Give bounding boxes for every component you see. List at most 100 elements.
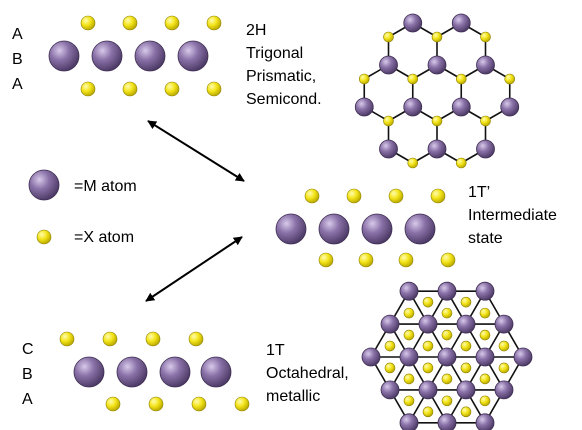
m-atom — [418, 380, 438, 400]
stacking-letter: B — [12, 51, 23, 68]
phase-desc-line: Trigonal — [246, 45, 304, 62]
m-atom — [399, 413, 419, 430]
x-atom — [407, 73, 419, 85]
x-atom — [504, 73, 516, 85]
m-atom — [451, 97, 471, 117]
x-atom — [102, 331, 118, 347]
x-atom — [441, 329, 453, 341]
x-atom — [384, 362, 396, 374]
phase-desc-line: Semicond. — [246, 91, 322, 108]
m-atom — [73, 356, 105, 388]
m-atom — [475, 413, 495, 430]
m-atom — [437, 413, 457, 430]
stacking-letter: A — [12, 76, 23, 93]
m-atom — [513, 347, 533, 367]
m-atom — [399, 281, 419, 301]
m-atom — [361, 347, 381, 367]
stacking-letter: A — [12, 26, 23, 43]
m-atom — [91, 40, 123, 72]
x-atom — [431, 31, 443, 43]
phase-label-1t: 1T — [266, 342, 285, 359]
m-atom — [200, 356, 232, 388]
x-atom — [455, 157, 467, 169]
x-atom — [80, 81, 96, 97]
x-atom — [480, 31, 491, 43]
m-atom — [48, 40, 80, 72]
phase-desc-line: Octahedral, — [266, 365, 349, 382]
legend-m-atom: =M atom — [74, 178, 137, 195]
x-atom — [304, 188, 320, 204]
m-atom — [418, 314, 438, 334]
stacking-2h: A B A — [12, 22, 23, 97]
m-atom — [354, 97, 374, 117]
x-atom — [422, 362, 434, 374]
m-atom — [134, 40, 166, 72]
x-atom — [455, 73, 467, 85]
phase-desc-line: state — [468, 230, 503, 247]
x-atom — [479, 373, 491, 385]
x-atom — [480, 115, 491, 127]
m-atom — [494, 380, 514, 400]
m-atom — [494, 314, 514, 334]
x-atom — [422, 296, 434, 308]
x-atom — [191, 396, 207, 412]
x-atom — [234, 396, 250, 412]
x-atom — [59, 331, 75, 347]
m-atom — [318, 213, 350, 245]
m-atom — [379, 55, 398, 75]
x-atom — [358, 252, 374, 268]
m-atom — [361, 213, 393, 245]
m-atom — [456, 314, 476, 334]
m-atom — [451, 13, 471, 33]
x-atom — [479, 395, 491, 407]
phase-label-1t-prime: 1T’ — [468, 184, 491, 201]
m-atom — [177, 40, 209, 72]
phase-label-2h: 2H — [246, 22, 267, 39]
double-arrow — [147, 120, 245, 182]
x-atom — [422, 340, 434, 352]
x-atom — [122, 15, 138, 31]
x-atom — [403, 307, 415, 319]
m-atom — [380, 380, 400, 400]
x-atom — [188, 331, 204, 347]
m-atom — [427, 55, 447, 75]
x-atom — [122, 81, 138, 97]
m-atom — [476, 139, 495, 159]
x-atom — [384, 340, 396, 352]
phase-desc-line: metallic — [266, 388, 321, 405]
m-atom — [403, 13, 423, 33]
x-atom — [403, 373, 415, 385]
m-atom — [476, 55, 495, 75]
x-atom — [80, 15, 96, 31]
m-atom — [427, 139, 447, 159]
x-atom — [164, 15, 180, 31]
m-atom — [404, 213, 436, 245]
x-atom — [383, 31, 394, 43]
m-atom — [403, 97, 423, 117]
x-atom — [206, 81, 222, 97]
x-atom — [430, 188, 446, 204]
x-atom — [460, 362, 472, 374]
x-atom — [388, 188, 404, 204]
m-atom — [500, 97, 520, 117]
x-atom — [398, 252, 414, 268]
m-atom — [399, 347, 419, 367]
m-atom — [379, 139, 398, 159]
x-atom — [479, 329, 491, 341]
m-atom — [275, 213, 307, 245]
double-arrow — [145, 236, 243, 302]
m-atom — [437, 281, 457, 301]
x-atom — [441, 373, 453, 385]
m-atom — [475, 347, 495, 367]
x-atom — [431, 115, 443, 127]
x-atom — [441, 395, 453, 407]
m-atom — [380, 314, 400, 334]
x-atom — [318, 252, 334, 268]
m-atom — [456, 380, 476, 400]
phase-desc-line: Intermediate — [468, 207, 557, 224]
m-atom — [475, 281, 495, 301]
x-atom — [460, 406, 472, 418]
x-atom — [498, 340, 510, 352]
x-atom — [346, 188, 362, 204]
